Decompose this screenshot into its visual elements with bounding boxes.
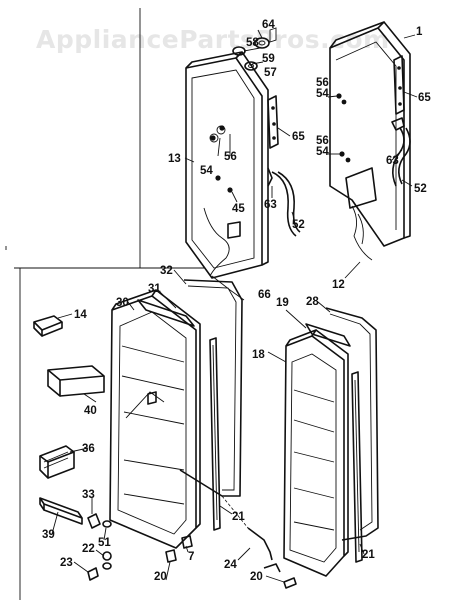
fresh-food-door-liner	[283, 323, 351, 577]
callout-65b: 65	[418, 92, 431, 104]
shelf-part-14	[33, 315, 63, 337]
freezer-trim-parts	[181, 337, 221, 549]
callout-45: 45	[232, 203, 245, 215]
leader-lines	[51, 29, 418, 583]
callout-18: 18	[252, 349, 265, 361]
callout-7: 7	[188, 551, 194, 563]
callout-63a: 63	[264, 199, 277, 211]
callout-65a: 65	[292, 131, 305, 143]
shelf-part-40	[47, 365, 105, 397]
callout-54b: 54	[316, 88, 329, 100]
callout-58: 58	[246, 37, 259, 49]
callout-12: 12	[332, 279, 345, 291]
callout-20b: 20	[250, 571, 263, 583]
callout-56b: 56	[316, 77, 329, 89]
fresh-food-trim-parts	[351, 371, 363, 563]
freezer-door-outer	[185, 51, 269, 301]
freezer-door-liner	[109, 289, 201, 549]
callout-23: 23	[60, 557, 73, 569]
callout-56c: 56	[316, 135, 329, 147]
callout-21b: 21	[362, 549, 375, 561]
freezer-handle-parts	[267, 95, 301, 237]
callout-13: 13	[168, 153, 181, 165]
callout-64: 64	[262, 19, 275, 31]
bin-part-36	[39, 445, 75, 479]
callout-51: 51	[98, 537, 111, 549]
callout-labels: 1 12 13 14 18 19 20 20 21 21 22 23 24 28…	[42, 19, 431, 583]
wire-and-screws	[165, 495, 297, 589]
callout-52a: 52	[292, 219, 305, 231]
callout-1: 1	[416, 26, 423, 38]
callout-19: 19	[276, 297, 289, 309]
callout-54c: 54	[316, 146, 329, 158]
callout-36: 36	[82, 443, 95, 455]
callout-28: 28	[306, 296, 319, 308]
callout-39: 39	[42, 529, 55, 541]
callout-31: 31	[148, 283, 161, 295]
callout-57: 57	[264, 67, 277, 79]
callout-54a: 54	[200, 165, 213, 177]
callout-22: 22	[82, 543, 95, 555]
callout-24: 24	[224, 559, 237, 571]
callout-20a: 20	[154, 571, 167, 583]
callout-30: 30	[116, 297, 129, 309]
freezer-door-gasket	[179, 279, 243, 497]
callout-40: 40	[84, 405, 97, 417]
small-hardware-parts	[87, 513, 112, 581]
callout-52b: 52	[414, 183, 427, 195]
callout-14: 14	[74, 309, 87, 321]
callout-33: 33	[82, 489, 95, 501]
section-borders	[5, 8, 205, 600]
callout-56a: 56	[224, 151, 237, 163]
callout-63b: 63	[386, 155, 399, 167]
bar-part-39	[39, 497, 83, 525]
callout-59: 59	[262, 53, 275, 65]
callout-21a: 21	[232, 511, 245, 523]
callout-66: 66	[258, 289, 271, 301]
callout-32: 32	[160, 265, 173, 277]
